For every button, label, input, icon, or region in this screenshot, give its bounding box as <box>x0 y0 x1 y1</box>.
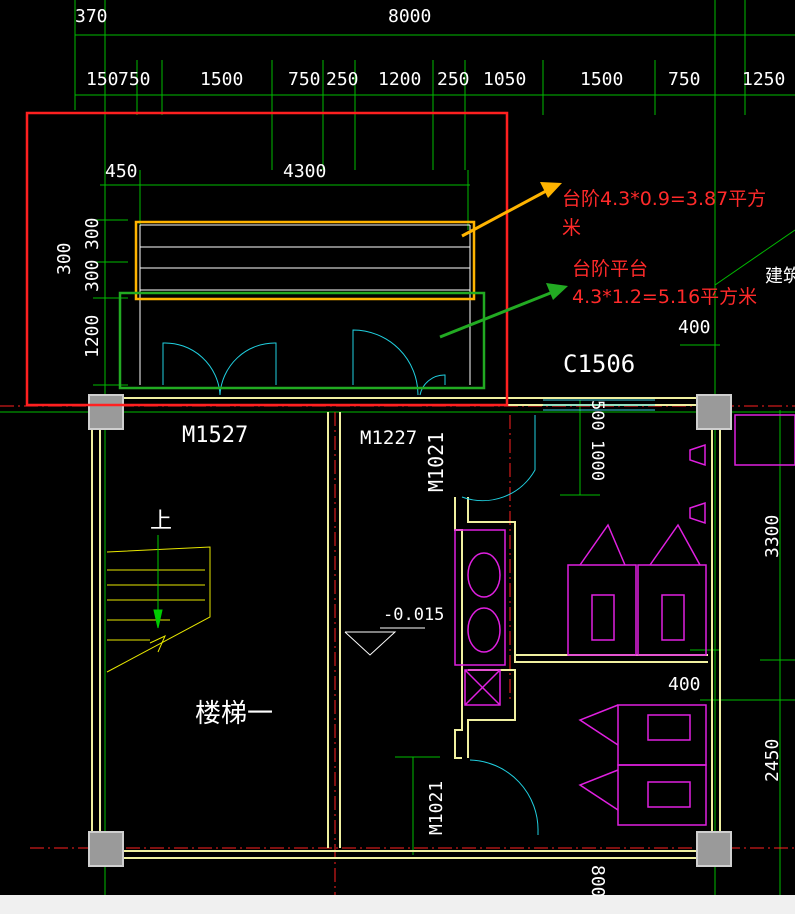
label-m1021-lower: M1021 <box>426 781 447 835</box>
dim-8000: 8000 <box>388 6 431 27</box>
dim-400-upper: 400 <box>678 317 711 338</box>
window-c1506-symbol <box>543 399 655 411</box>
sanitary-fixtures <box>454 414 795 826</box>
dim-300-outer: 300 <box>54 242 75 275</box>
step-arrow <box>461 182 562 238</box>
label-m1021-upper: M1021 <box>424 432 448 492</box>
dim-1250: 1250 <box>742 69 785 90</box>
dim-1050: 1050 <box>483 69 526 90</box>
label-m1527: M1527 <box>182 423 248 448</box>
label-edge-text: 建筑 <box>765 266 795 287</box>
annotation-platform-calc: 4.3*1.2=5.16平方米 <box>572 286 757 308</box>
dim-2450: 2450 <box>762 739 783 782</box>
label-stair-up: 上 <box>150 509 172 534</box>
dim-370: 370 <box>75 6 108 27</box>
dim-3300: 3300 <box>762 515 783 558</box>
dim-1000: 1000 <box>587 440 607 481</box>
dim-1500: 1500 <box>200 69 243 90</box>
dim-4300: 4300 <box>283 161 326 182</box>
label-level: -0.015 <box>383 605 444 625</box>
label-stair-name: 楼梯一 <box>195 699 273 729</box>
dim-1200: 1200 <box>82 315 103 358</box>
platform-arrow <box>439 283 568 339</box>
dim-1200: 1200 <box>378 69 421 90</box>
door-swings <box>162 329 539 835</box>
annotation-step-line2: 米 <box>562 217 581 239</box>
dim-750: 750 <box>118 69 151 90</box>
dim-300-step2: 300 <box>82 259 103 292</box>
level-symbol <box>344 627 425 656</box>
dim-250: 250 <box>326 69 359 90</box>
stair-arrow <box>153 535 163 629</box>
dim-750b: 750 <box>288 69 321 90</box>
dim-400-lower: 400 <box>668 674 701 695</box>
drawing-background <box>0 0 795 895</box>
columns <box>88 394 732 867</box>
step-highlight-frame <box>134 220 476 301</box>
dim-800-fragment: 800 <box>587 865 608 898</box>
annotation-step-line1: 台阶4.3*0.9=3.87平方 <box>562 188 766 210</box>
dim-750c: 750 <box>668 69 701 90</box>
label-c1506: C1506 <box>563 350 635 378</box>
platform-highlight-frame <box>118 291 486 390</box>
dim-500: 500 <box>587 400 607 431</box>
dim-450: 450 <box>105 161 138 182</box>
dim-250b: 250 <box>437 69 470 90</box>
step-lines <box>139 224 471 385</box>
label-m1227: M1227 <box>360 427 417 449</box>
dim-150: 150 <box>86 69 119 90</box>
outer-area-frame <box>25 111 509 407</box>
axis-lines <box>0 0 795 895</box>
dim-1500b: 1500 <box>580 69 623 90</box>
annotation-platform-title: 台阶平台 <box>572 258 648 280</box>
dim-300-step1: 300 <box>82 217 103 250</box>
